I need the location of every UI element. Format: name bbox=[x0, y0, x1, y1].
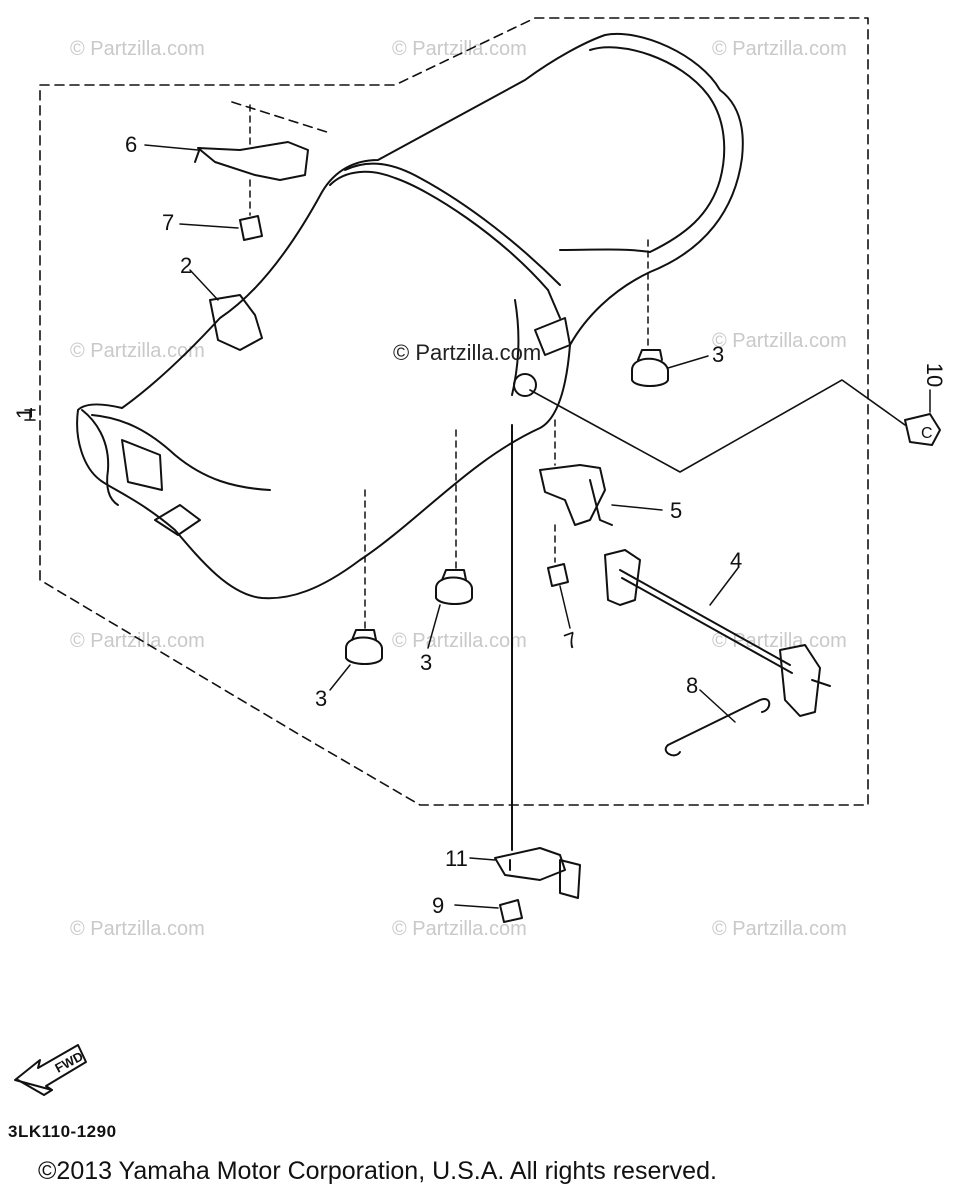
fwd-arrow-icon bbox=[14, 1044, 87, 1096]
part-10-bolt bbox=[904, 413, 941, 446]
watermark: © Partzilla.com bbox=[712, 38, 847, 60]
copyright-notice: ©2013 Yamaha Motor Corporation, U.S.A. A… bbox=[38, 1157, 717, 1185]
watermark: © Partzilla.com bbox=[392, 38, 527, 60]
callout-9: 9 bbox=[432, 893, 445, 918]
diagram-code: 3LK110-1290 bbox=[8, 1122, 117, 1141]
watermark: © Partzilla.com bbox=[70, 340, 205, 362]
watermark: © Partzilla.com bbox=[392, 630, 527, 652]
svg-text:C: C bbox=[921, 425, 933, 442]
part-8-spring bbox=[667, 698, 771, 746]
watermark: © Partzilla.com bbox=[392, 918, 527, 940]
part-3-grommets bbox=[345, 349, 669, 665]
part-7-nut-top bbox=[239, 215, 263, 241]
callout-6: 6 bbox=[125, 132, 138, 157]
callout-2: 2 bbox=[180, 253, 193, 278]
callout-4: 4 bbox=[730, 548, 743, 573]
part-6-bracket bbox=[197, 141, 309, 181]
callout-8: 8 bbox=[686, 673, 699, 698]
callout-3b: 3 bbox=[420, 650, 433, 675]
callout-7a: 7 bbox=[162, 210, 175, 235]
watermark: © Partzilla.com bbox=[712, 330, 847, 352]
watermark: © Partzilla.com bbox=[70, 38, 205, 60]
callout-5: 5 bbox=[670, 498, 683, 523]
part-5-bracket bbox=[539, 464, 606, 526]
seat-outline bbox=[76, 32, 744, 600]
part-9-nut bbox=[499, 899, 523, 923]
part-7-nut-lower bbox=[547, 563, 569, 587]
callout-10: 10 bbox=[922, 362, 948, 388]
callout-3c: 3 bbox=[315, 686, 328, 711]
part-2-hook bbox=[209, 294, 263, 351]
callout-1: 1 bbox=[12, 406, 38, 420]
watermark: © Partzilla.com bbox=[70, 918, 205, 940]
center-watermark: © Partzilla.com bbox=[393, 340, 542, 365]
watermark: © Partzilla.com bbox=[70, 630, 205, 652]
callout-11: 11 bbox=[445, 846, 468, 871]
callout-3a: 3 bbox=[712, 342, 725, 367]
watermark: © Partzilla.com bbox=[712, 918, 847, 940]
assembly-boundary bbox=[39, 17, 869, 806]
part-11-lock bbox=[494, 847, 581, 899]
part-4-rod bbox=[604, 549, 831, 717]
